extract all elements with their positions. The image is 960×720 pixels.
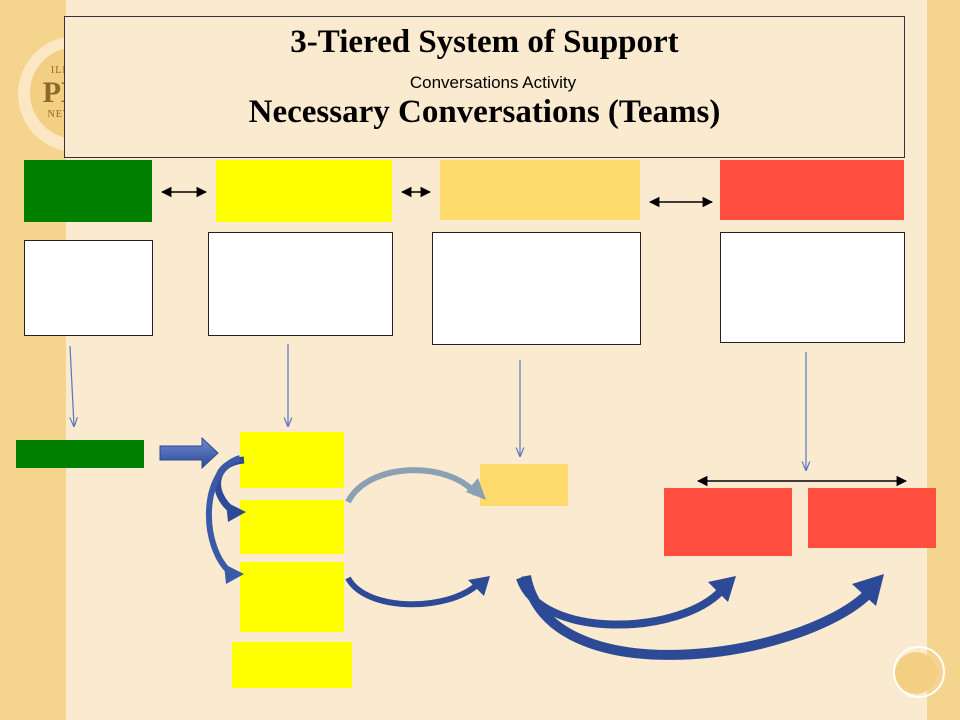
red-content-box [720,232,905,343]
curved-arrow-yellow-2-head [224,564,244,584]
green-team-block [16,440,144,468]
slide-title: 3-Tiered System of Support [290,24,679,60]
curved-arrow-yellow-1-head [226,502,246,522]
red-team-block-1 [664,488,792,556]
slide-title-secondary: Necessary Conversations (Teams) [248,94,721,130]
curved-arrow-yellow-2 [205,455,242,577]
tier-red-header [720,160,904,220]
yellow-team-block-1 [240,432,344,488]
curved-arrow-yellow-to-amber [345,467,479,504]
red-team-block-2 [808,488,936,548]
amber-team-block [480,464,568,506]
corner-ring [893,646,945,698]
title-box [64,16,905,158]
amber-content-box [432,232,641,345]
corner-disc [895,652,937,694]
green-content-box [24,240,153,336]
swoop-arrow-to-red-2-head [852,574,884,606]
slide-subtitle: Conversations Activity [409,73,577,92]
swoop-arrow-to-red-2 [521,574,872,660]
tier-green-header [24,160,152,222]
block-arrow-green-to-yellow [159,436,219,470]
yellow-team-block-3 [240,562,344,632]
tier-yellow-header [216,160,392,222]
swoop-arrow-to-red-1-head [708,576,736,602]
curved-arrow-lower-yellow-head [468,576,490,596]
down-arrow-green [70,345,74,426]
curved-arrow-yellow-to-amber-head [466,478,486,500]
yellow-team-block-2 [240,500,344,554]
right-border-strip [927,0,960,720]
yellow-team-block-4 [232,642,352,688]
tier-amber-header [440,160,640,220]
yellow-content-box [208,232,393,336]
curved-arrow-lower-yellow [345,576,481,608]
